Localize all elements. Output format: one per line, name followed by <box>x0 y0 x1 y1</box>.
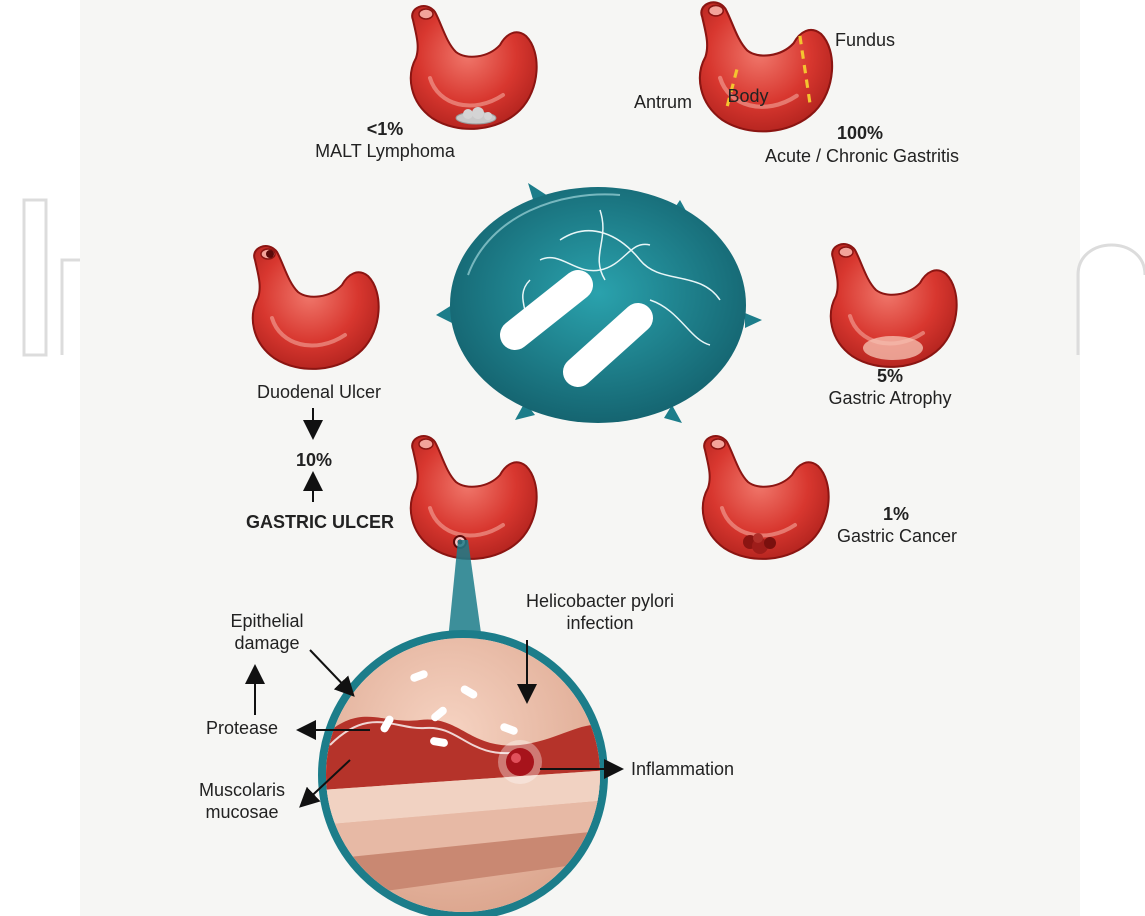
malt-percent: <1% <box>345 119 425 140</box>
hp-line2: infection <box>505 613 695 634</box>
stomach-icon-gastric-ulcer <box>411 436 537 559</box>
epithelial-line2: damage <box>212 633 322 654</box>
stomach-icon-cancer <box>703 436 829 559</box>
ulcer-percent: 10% <box>284 450 344 471</box>
cancer-label: Gastric Cancer <box>822 526 972 547</box>
label-antrum: Antrum <box>634 92 692 113</box>
duodenal-ulcer-label: Duodenal Ulcer <box>240 382 398 403</box>
inflammation-label: Inflammation <box>631 759 734 780</box>
bacteria-icon <box>436 183 762 423</box>
gastric-ulcer-label: GASTRIC ULCER <box>230 512 410 533</box>
gastritis-percent: 100% <box>820 123 900 144</box>
atrophy-label: Gastric Atrophy <box>812 388 968 409</box>
muscularis-line2: mucosae <box>186 802 298 823</box>
gastritis-label: Acute / Chronic Gastritis <box>748 146 976 167</box>
muscularis-line1: Muscolaris <box>186 780 298 801</box>
label-fundus: Fundus <box>835 30 895 51</box>
malt-label: MALT Lymphoma <box>295 141 475 162</box>
tissue-cross-section <box>320 634 610 916</box>
stomach-icon-malt <box>411 6 537 129</box>
stomach-icon-duodenal-ulcer <box>253 246 379 369</box>
stomach-icon-gastritis <box>700 2 832 131</box>
cancer-percent: 1% <box>856 504 936 525</box>
epithelial-line1: Epithelial <box>212 611 322 632</box>
hp-line1: Helicobacter pylori <box>505 591 695 612</box>
stomach-icon-atrophy <box>831 244 957 367</box>
protease-label: Protease <box>206 718 278 739</box>
atrophy-percent: 5% <box>850 366 930 387</box>
arrow-epithelial <box>310 650 352 694</box>
label-body: Body <box>708 86 788 107</box>
